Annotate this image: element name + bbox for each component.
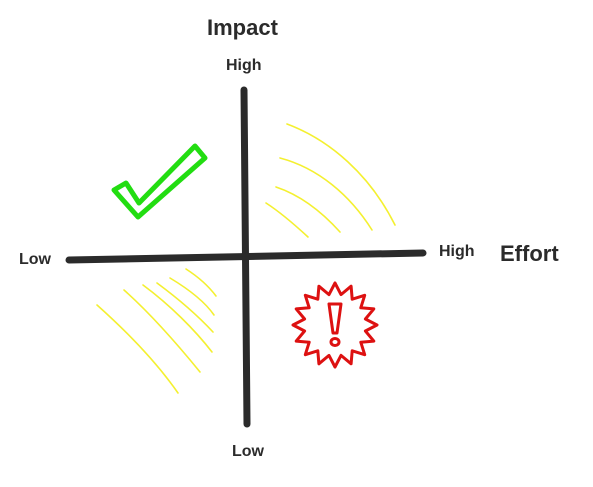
hatching-bottom-left bbox=[96, 268, 217, 394]
impact-low-label: Low bbox=[232, 443, 264, 460]
check-icon bbox=[111, 143, 208, 220]
effort-high-label: High bbox=[439, 243, 475, 260]
horizontal-axis bbox=[65, 249, 427, 264]
impact-high-label: High bbox=[226, 57, 262, 74]
hatching-top-right bbox=[265, 123, 396, 238]
effort-axis-title: Effort bbox=[500, 241, 559, 266]
warning-exclamation-icon bbox=[291, 281, 379, 369]
effort-low-label: Low bbox=[19, 251, 51, 268]
impact-axis-title: Impact bbox=[207, 15, 278, 40]
